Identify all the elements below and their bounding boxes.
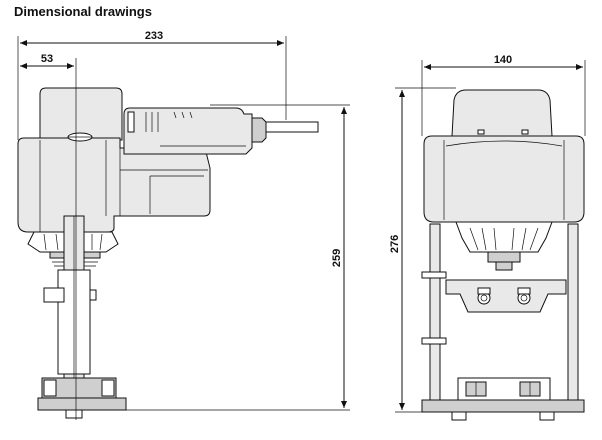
side-base-plate [37,397,127,411]
front-housing [423,135,585,223]
front-view [421,89,585,421]
dim-label-140: 140 [494,54,512,66]
front-top-cap [451,89,553,137]
front-base-plate [421,399,585,413]
side-housing [17,137,211,233]
front-pillar-left [429,223,441,401]
side-electronics-module [123,107,253,155]
dimension-lines [17,36,586,420]
side-view [17,87,319,419]
side-cable [265,121,319,133]
side-top-cap [39,87,123,141]
front-yoke [445,279,567,313]
front-pillar-right [567,223,579,401]
dim-label-259: 259 [331,249,343,267]
page-title: Dimensional drawings [14,4,152,19]
side-cable-gland [251,117,267,143]
dim-label-233: 233 [145,30,163,42]
front-coupling [455,221,553,253]
dim-label-53: 53 [41,53,53,65]
dim-label-276: 276 [389,235,401,253]
